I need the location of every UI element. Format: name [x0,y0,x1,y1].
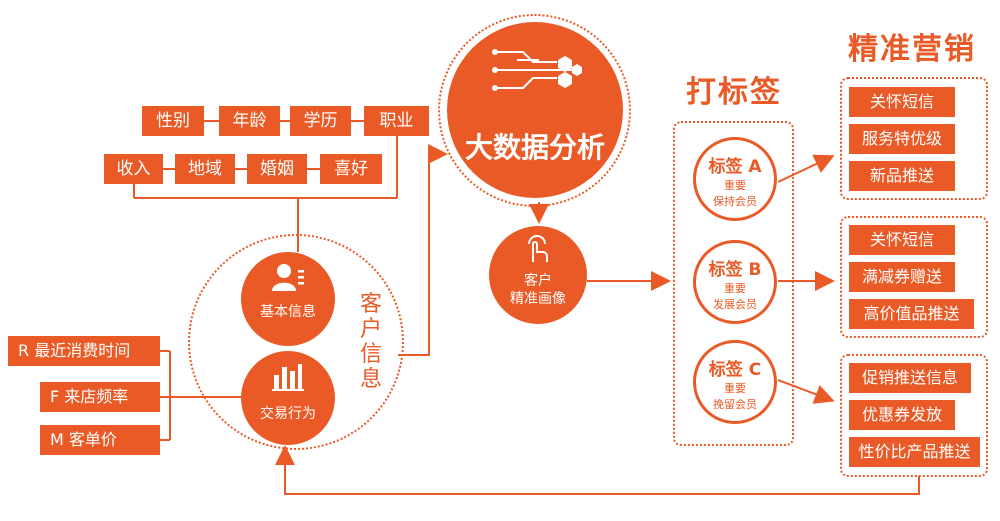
label-b-title: 标签 B [708,260,762,280]
marketing-action: 高价值品推送 [849,299,974,329]
customer-info-ring [188,234,404,450]
attribute-tag: 职业 [364,106,429,136]
marketing-heading: 精准营销 [848,32,976,67]
basic-info-node: 基本信息 [241,252,335,346]
marketing-group-1 [840,77,988,200]
big-data-ring [438,14,631,207]
attribute-tag: 婚姻 [247,154,307,184]
portrait-line1: 客户 [524,273,552,289]
customer-info-char: 客 [359,292,382,317]
label-a-title: 标签 A [708,157,762,177]
marketing-action: 满减券赠送 [849,262,955,292]
attribute-tag: 喜好 [320,154,382,184]
label-c-title: 标签 C [708,360,762,380]
marketing-action: 关怀短信 [849,87,955,117]
label-a-line2: 保持会员 [713,195,757,208]
marketing-action: 优惠券发放 [849,400,955,430]
rfm-item: F 来店频率 [40,382,160,412]
label-b: 标签 B 重要 发展会员 [693,240,777,324]
basic-info-label: 基本信息 [260,304,316,320]
marketing-group-3 [840,354,988,477]
attribute-tag: 收入 [104,154,163,184]
attribute-tag: 地域 [175,154,235,184]
big-data-node: 大数据分析 [447,22,623,198]
tagging-heading: 打标签 [686,75,782,110]
tagging-box [673,121,794,446]
label-b-line2: 发展会员 [713,298,757,311]
label-a: 标签 A 重要 保持会员 [693,137,777,221]
marketing-action: 性价比产品推送 [849,437,980,467]
customer-info-char: 信 [359,342,382,367]
attribute-tag: 学历 [290,106,351,136]
bar-chart-icon [272,364,304,391]
customer-portrait-node: 客户 精准画像 [489,226,587,324]
circuit-icon [492,49,582,91]
customer-info-char: 户 [359,317,382,342]
label-c-line1: 重要 [724,382,746,395]
transaction-node: 交易行为 [241,351,335,445]
rfm-item: M 客单价 [40,425,160,455]
label-c-line2: 挽留会员 [713,398,757,411]
portrait-line2: 精准画像 [510,291,566,307]
attribute-tag: 性别 [142,106,204,136]
marketing-action: 服务特优级 [849,124,955,154]
marketing-group-2 [840,216,988,338]
customer-info-title: 客 户 信 息 [358,292,384,392]
label-c: 标签 C 重要 挽留会员 [693,340,777,424]
touch-hand-icon [528,235,548,262]
label-a-line1: 重要 [724,179,746,192]
marketing-action: 关怀短信 [849,225,955,255]
attribute-tag: 年龄 [219,106,280,136]
user-card-icon [272,264,304,291]
rfm-item: R 最近消费时间 [8,336,160,366]
marketing-action: 新品推送 [849,161,955,191]
customer-info-char: 息 [359,367,382,392]
big-data-label: 大数据分析 [464,131,605,164]
marketing-action: 促销推送信息 [849,363,971,393]
label-b-line1: 重要 [724,282,746,295]
transaction-label: 交易行为 [260,406,316,422]
